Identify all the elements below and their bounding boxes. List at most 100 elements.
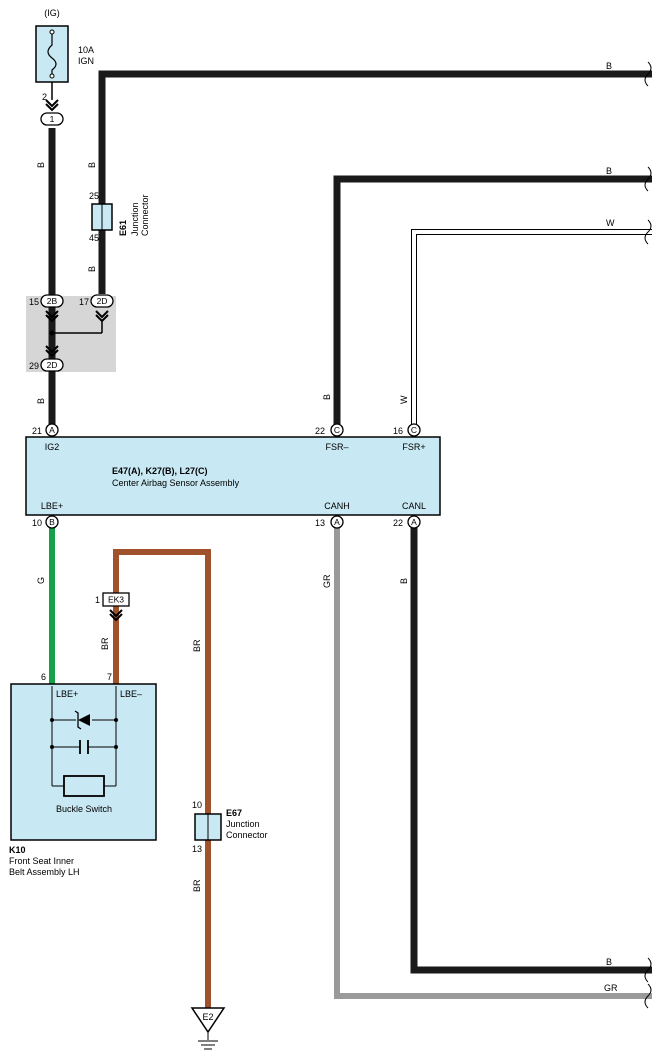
wire-gr-canh (334, 528, 652, 999)
ecu-ig2-conn-circle (45, 423, 59, 437)
splice-pin-29: 29 (29, 361, 39, 371)
splice-arrow-left (45, 310, 59, 323)
wire-label-br-e67: BR (192, 879, 202, 892)
splice-conn-15-oval (40, 294, 64, 308)
k10-pin-lbep: 6 (41, 672, 46, 682)
e67-line1: Junction (226, 819, 260, 829)
ecu-lbe-conn: B (49, 517, 55, 527)
ecu-name: Center Airbag Sensor Assembly (112, 478, 240, 488)
ek3-box (102, 592, 130, 607)
ecu-canh-pin: 13 (315, 518, 325, 528)
ecu-lbe-label: LBE+ (41, 501, 63, 511)
ecu-canh-label: CANH (324, 501, 350, 511)
e67-line2: Connector (226, 830, 268, 840)
e61-line2: Connector (140, 194, 150, 236)
ecu-title: E47(A), K27(B), L27(C) (112, 466, 208, 476)
e61-pin-top: 25 (89, 191, 99, 201)
wire-label-b-left-bottom: B (36, 398, 46, 404)
fuse-name: IGN (78, 56, 94, 66)
k10-lbem-label: LBE– (120, 689, 142, 699)
ecu-ig2-conn: A (49, 425, 55, 435)
right-label-3: W (606, 218, 615, 228)
splice-box (26, 296, 116, 372)
k10-line1: Front Seat Inner (9, 856, 74, 866)
ground-symbol (198, 1032, 218, 1050)
ecu-canl-conn-circle (407, 515, 421, 529)
wire-b-fsr-minus (333, 175, 652, 425)
splice-conn-29-oval (40, 358, 64, 372)
ecu-fsrm-conn: C (334, 425, 340, 435)
ecu-canl-conn: A (411, 517, 417, 527)
wire-w-fsr-plus (411, 229, 652, 426)
wire-label-gr: GR (322, 574, 332, 588)
k10-switch-label: Buckle Switch (56, 804, 112, 814)
wire-b-canl (410, 528, 652, 974)
ecu-ig2-label: IG2 (45, 442, 60, 452)
ecu-canl-label: CANL (402, 501, 426, 511)
e61-pin-bottom: 45 (89, 233, 99, 243)
k10-box (10, 683, 157, 841)
splice-conn-17-oval (90, 294, 114, 308)
ecu-fsrm-label: FSR– (325, 442, 348, 452)
splice-pin-15: 15 (29, 297, 39, 307)
ek3-id: EK3 (108, 595, 124, 605)
e67-id: E67 (226, 808, 242, 818)
fuse-terminal-bottom (49, 73, 55, 79)
splice-conn-17: 2D (97, 296, 108, 306)
wire-label-b-e61-bottom: B (87, 266, 97, 272)
ecu-lbe-pin: 10 (32, 518, 42, 528)
ecu-fsrp-conn: C (411, 425, 417, 435)
k10-node-2 (114, 718, 118, 722)
wire-w-fsr-plus-inner (412, 230, 652, 426)
ek3-pin: 1 (95, 595, 100, 605)
ecu-fsrp-pin: 16 (393, 426, 403, 436)
fuse-connector-pin: 1 (50, 114, 55, 124)
right-label-4: B (606, 957, 612, 967)
ecu-fsrp-label: FSR+ (402, 442, 425, 452)
zener-diode (78, 714, 90, 726)
ecu-fsrm-conn-circle (330, 423, 344, 437)
k10-node-1 (50, 718, 54, 722)
wire-label-br-right: BR (192, 639, 202, 652)
splice-junction-dot (49, 330, 55, 336)
ecu-lbe-conn-circle (45, 515, 59, 529)
wire-label-b-canl: B (399, 578, 409, 584)
wire-label-b-e61-top: B (87, 162, 97, 168)
ecu-ig2-pin: 21 (32, 426, 42, 436)
k10-lbep-label: LBE+ (56, 689, 78, 699)
splice-arrow-lower (45, 345, 59, 358)
right-label-1: B (606, 61, 612, 71)
wire-label-w-fsr: W (399, 395, 409, 404)
wire-label-g: G (36, 577, 46, 584)
ecu-canh-conn: A (334, 517, 340, 527)
ecu-canh-conn-circle (330, 515, 344, 529)
ecu-fsrp-conn-circle (407, 423, 421, 437)
ecu-canl-pin: 22 (393, 518, 403, 528)
e67-pin-top: 10 (192, 800, 202, 810)
k10-line2: Belt Assembly LH (9, 867, 80, 877)
fuse-terminal-top (49, 29, 55, 35)
wire-label-b-left-top: B (36, 162, 46, 168)
e61-line1: Junction (130, 202, 140, 236)
fuse-element (47, 32, 57, 76)
right-label-2: B (606, 166, 612, 176)
fuse-connector-arrow (45, 99, 59, 112)
wire-b-e61 (98, 70, 652, 294)
ground-id: E2 (202, 1012, 213, 1022)
k10-internal-circuit (51, 686, 117, 787)
fuse-pin: 2 (42, 92, 47, 102)
fuse-source: (IG) (44, 8, 60, 18)
ground-triangle (190, 1007, 226, 1034)
k10-id: K10 (9, 845, 26, 855)
e67-pin-bottom: 13 (192, 844, 202, 854)
splice-conn-15: 2B (47, 296, 58, 306)
splice-pin-17: 17 (79, 297, 89, 307)
ecu-fsrm-pin: 22 (315, 426, 325, 436)
k10-node-4 (114, 745, 118, 749)
buckle-switch (63, 775, 105, 797)
wire-label-br-ek3: BR (100, 637, 110, 650)
k10-node-3 (50, 745, 54, 749)
continuation-marks (644, 61, 652, 1009)
e61-id: E61 (118, 220, 128, 236)
